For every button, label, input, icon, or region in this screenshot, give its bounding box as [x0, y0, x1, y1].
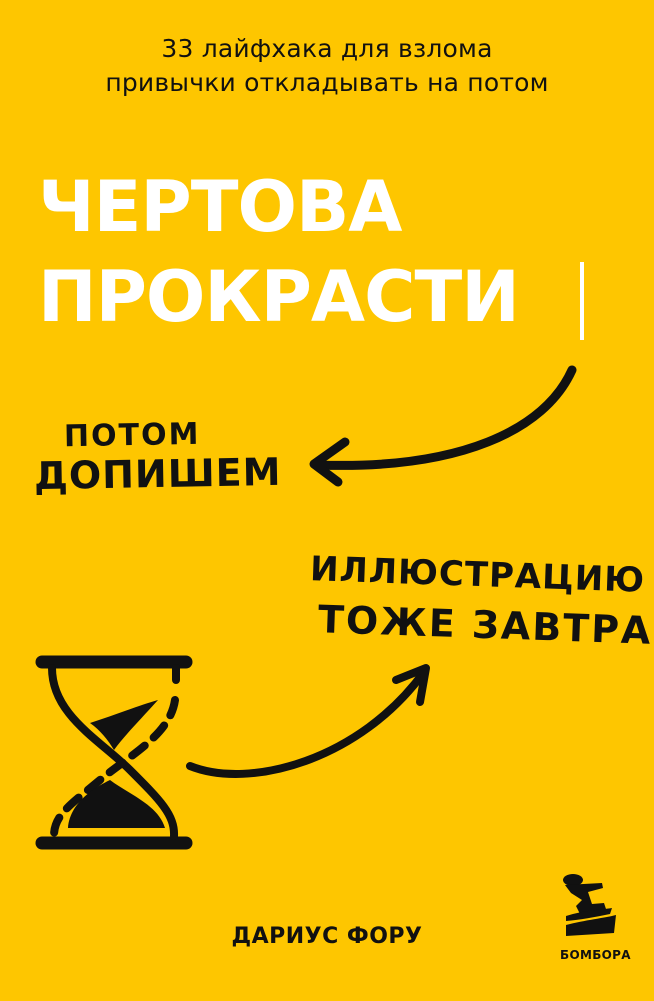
publisher-logo-icon	[563, 874, 616, 936]
curved-arrow-left-icon	[309, 365, 577, 487]
book-subtitle: 33 лайфхака для взлома привычки откладыв…	[0, 32, 654, 100]
subtitle-line-2: привычки откладывать на потом	[105, 68, 549, 97]
title-line-1: ЧЕРТОВА	[38, 166, 402, 248]
hourglass-icon	[35, 655, 193, 850]
subtitle-line-1: 33 лайфхака для взлома	[161, 34, 493, 63]
publisher-name: БОМБОРА	[560, 948, 631, 962]
curved-arrow-right-icon	[186, 664, 430, 778]
text-cursor-icon	[580, 262, 584, 340]
author-name: ДАРИУС ФОРУ	[231, 924, 423, 949]
title-line-2: ПРОКРАСТИ	[38, 256, 520, 338]
